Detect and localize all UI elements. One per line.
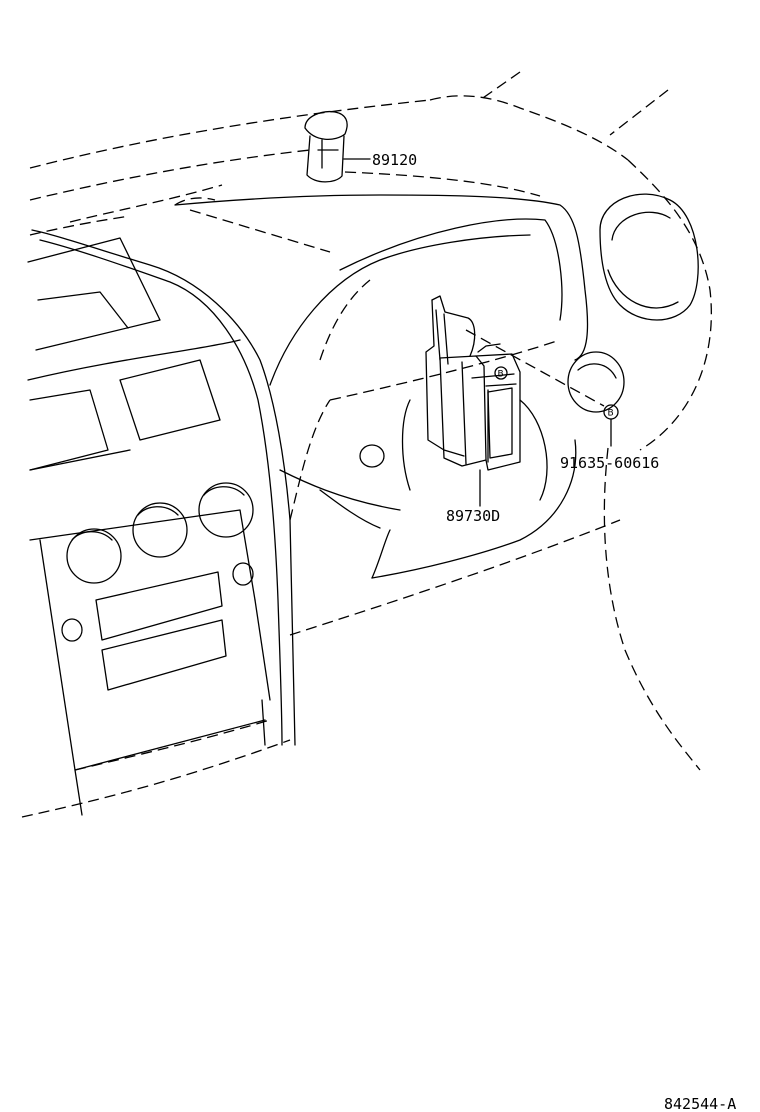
diagram-reference-code: 842544-A	[664, 1095, 736, 1112]
ignition-knob	[567, 351, 625, 413]
label-89120: 89120	[372, 151, 417, 169]
meter-hood	[174, 194, 589, 579]
ecu-bolt-marker	[494, 366, 508, 380]
label-91635-60616: 91635-60616	[560, 454, 659, 472]
bolt-marker-text: B	[608, 409, 614, 419]
center-console	[27, 229, 296, 816]
ecu-bolt-marker-text: B	[498, 370, 504, 380]
dashboard-outline	[21, 71, 712, 818]
label-89730D: 89730D	[446, 507, 500, 525]
panel-hole	[359, 444, 385, 468]
bolt-91635-60616	[465, 329, 619, 447]
right-air-vent	[599, 193, 699, 321]
sensor-89120	[304, 110, 371, 183]
ecu-89730D	[425, 295, 521, 507]
